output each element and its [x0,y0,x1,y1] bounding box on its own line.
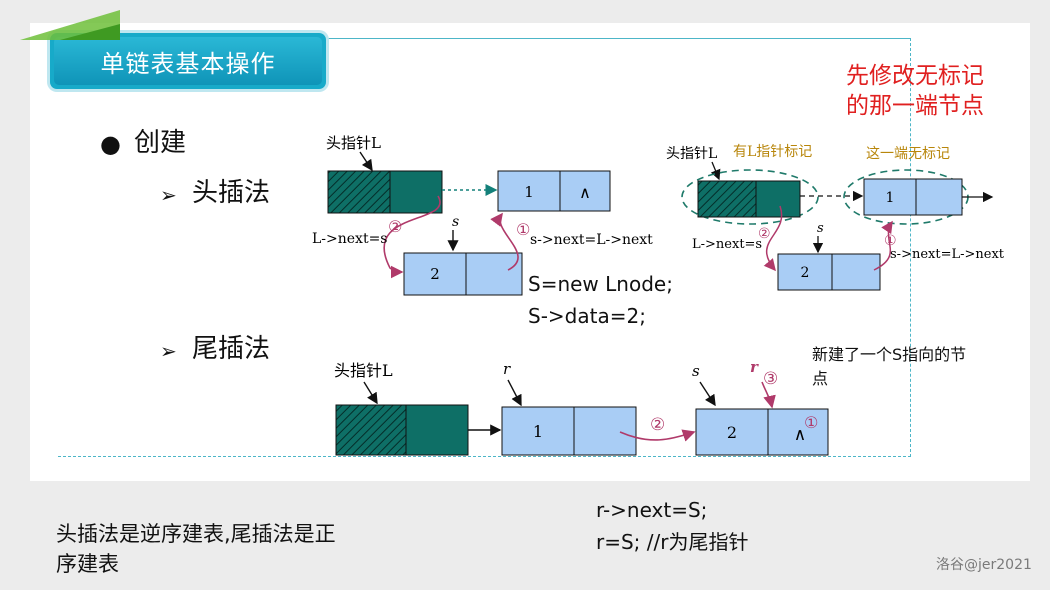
arrow-bullet-icon: ➢ [160,183,177,207]
tail-head-pointer-label: 头指针L [334,361,393,380]
step2-code: L->next=s [312,231,388,247]
tail-step3-arrow [761,381,776,409]
head-node-pointer-field [389,170,443,214]
unmarked-end-label: 这一端无标记 [866,145,950,162]
head-insert-diagram: 头指针L 1 ∧ s 2 ② ① L->next=s s->next=L->ne… [312,134,653,296]
annot-step1-marker: ① [884,233,897,249]
annot-node2-data [777,253,833,291]
code-new-node: S=new Lnode; [528,272,673,296]
tail-step1-marker: ① [804,413,818,432]
node2-data-field [403,252,467,296]
node2-value: 2 [430,265,440,283]
slide-frame [58,38,911,457]
annotated-head-insert-diagram: 头指针L 有L指针标记 这一端无标记 1 s 2 ② ① L->next=s s… [666,144,1005,291]
marked-end-ellipse [681,169,819,225]
tail-step2-curve [619,429,696,442]
annot-node2-next [831,253,881,291]
step1-marker: ① [516,220,530,239]
tail-code-line2: r=S; //r为尾指针 [596,530,749,554]
tail-node1-next [573,406,637,456]
r-label: r [503,360,511,378]
red-note-line1: 先修改无标记 [846,63,984,89]
annot-step2-marker: ② [758,226,771,242]
watermark: 洛谷@jer2021 [936,557,1032,573]
annot-step2-curve [763,205,783,272]
annot-s-label: s [817,221,824,236]
summary-line2: 序建表 [56,552,119,576]
arrow-bullet-icon: ➢ [160,339,177,363]
annot-node1-data [863,178,917,216]
annot-step1-code: s->next=L->next [890,247,1005,262]
annot-step2-code: L->next=s [692,237,762,252]
annot-node1-next [915,178,963,216]
annot-step1-curve [873,220,893,271]
head-node-hatched [327,170,391,214]
slide-title: 单链表基本操作 [54,37,322,85]
s-tail-label: s [692,362,700,380]
step1-code: s->next=L->next [530,232,653,248]
step1-curve-arrow [490,212,519,271]
tail-head-pointer-arrow [363,381,378,405]
sub-tail-insert-label: 尾插法 [192,334,271,364]
slide-title-box: 单链表基本操作 [50,33,326,89]
tail-step2-marker: ② [650,415,665,435]
new-node-note-line2: 点 [812,369,829,388]
sub-head-insert-label: 头插法 [192,178,271,208]
slide-canvas [30,23,1030,481]
r-new-label: r [750,358,759,376]
tail-node2-null: ∧ [794,425,806,445]
annot-head-pointer-arrow [710,161,721,181]
tail-node2-next [767,408,829,456]
tail-head-hatched [335,404,407,456]
code-set-data: S->data=2; [528,304,646,328]
node1-next-field [559,170,611,212]
annot-head-pointer-label: 头指针L [666,146,717,162]
tail-node2-value: 2 [727,423,737,442]
head-pointer-arrow [359,151,373,172]
head-pointer-label: 头指针L [326,134,381,152]
tail-insert-diagram: 头指针L r 1 ② s r ③ 2 ∧ ① [334,358,829,456]
tail-node1-value: 1 [533,422,543,441]
tail-node2-data [695,408,769,456]
tail-head-pointer-field [405,404,469,456]
annot-node2-value: 2 [801,265,810,281]
slide-frame-top-rule [300,38,910,39]
step2-marker: ② [388,217,402,236]
red-note-line2: 的那一端节点 [846,93,984,119]
s-label: s [452,214,459,230]
tail-code-line1: r->next=S; [596,498,708,522]
marked-end-label: 有L指针标记 [733,144,812,160]
s-tail-arrow [699,381,716,407]
summary-line1: 头插法是逆序建表,尾插法是正 [56,522,336,546]
annot-node1-value: 1 [886,190,895,206]
bullet-dot-icon: ● [100,130,121,158]
tail-step3-marker: ③ [763,369,778,389]
bullet-create-label: 创建 [134,128,187,158]
annot-head-hatched [697,180,757,218]
node1-value: 1 [524,183,534,201]
annot-head-pointer-field [755,180,801,218]
step2-curve-arrow [383,195,441,279]
new-node-note-line1: 新建了一个S指向的节 [812,345,967,364]
node2-next-field [465,252,523,296]
node1-null: ∧ [579,183,591,202]
tail-node1-data [501,406,575,456]
corner-decoration [20,10,120,40]
r-pointer-arrow [507,379,522,407]
